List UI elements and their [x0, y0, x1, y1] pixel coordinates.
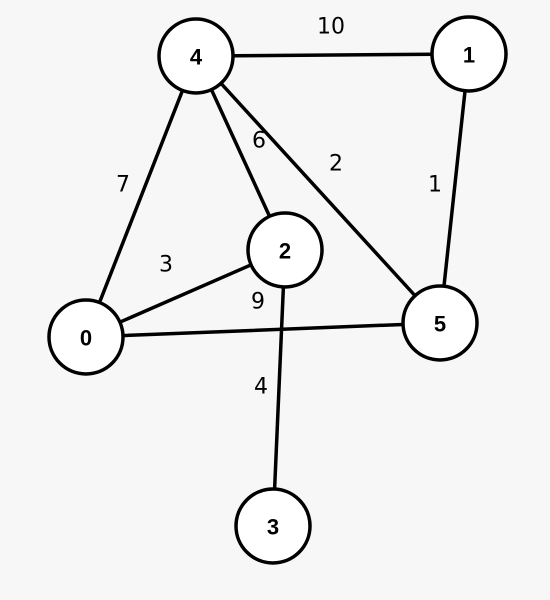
node-label-1: 1 — [463, 43, 475, 68]
node-circle-2 — [246, 211, 324, 289]
edge-weight-2-3: 4 — [254, 375, 268, 400]
node-circle-4 — [157, 17, 235, 95]
edge-1-5 — [438, 52, 471, 325]
node-4: 4 — [157, 17, 235, 95]
node-1: 1 — [430, 15, 508, 93]
edge-weight-0-2: 3 — [159, 253, 173, 278]
edge-4-0 — [84, 54, 198, 339]
node-0: 0 — [47, 298, 125, 376]
edge-weight-4-2: 6 — [252, 129, 266, 154]
node-circle-3 — [234, 487, 312, 565]
nodes-layer: 0 1 2 3 4 5 — [47, 15, 508, 565]
edge-4-1 — [194, 52, 471, 58]
edge-weight-4-1: 10 — [317, 15, 345, 40]
edge-0-5 — [84, 321, 442, 339]
node-label-0: 0 — [80, 326, 92, 351]
edge-weights-layer: 10 7 6 2 1 3 9 4 — [116, 15, 442, 400]
edge-weight-4-5: 2 — [329, 152, 343, 177]
node-2: 2 — [246, 211, 324, 289]
node-3: 3 — [234, 487, 312, 565]
edge-4-5 — [194, 54, 442, 325]
node-label-5: 5 — [434, 312, 446, 337]
edge-weight-0-5: 9 — [251, 290, 265, 315]
node-label-4: 4 — [190, 45, 203, 70]
node-label-2: 2 — [279, 239, 291, 264]
edge-weight-1-5: 1 — [428, 173, 442, 198]
node-circle-5 — [401, 284, 479, 362]
node-label-3: 3 — [267, 515, 279, 540]
edge-2-3 — [271, 248, 287, 528]
node-circle-1 — [430, 15, 508, 93]
edge-weight-4-0: 7 — [116, 173, 130, 198]
node-circle-0 — [47, 298, 125, 376]
edges-layer — [84, 52, 471, 528]
node-5: 5 — [401, 284, 479, 362]
